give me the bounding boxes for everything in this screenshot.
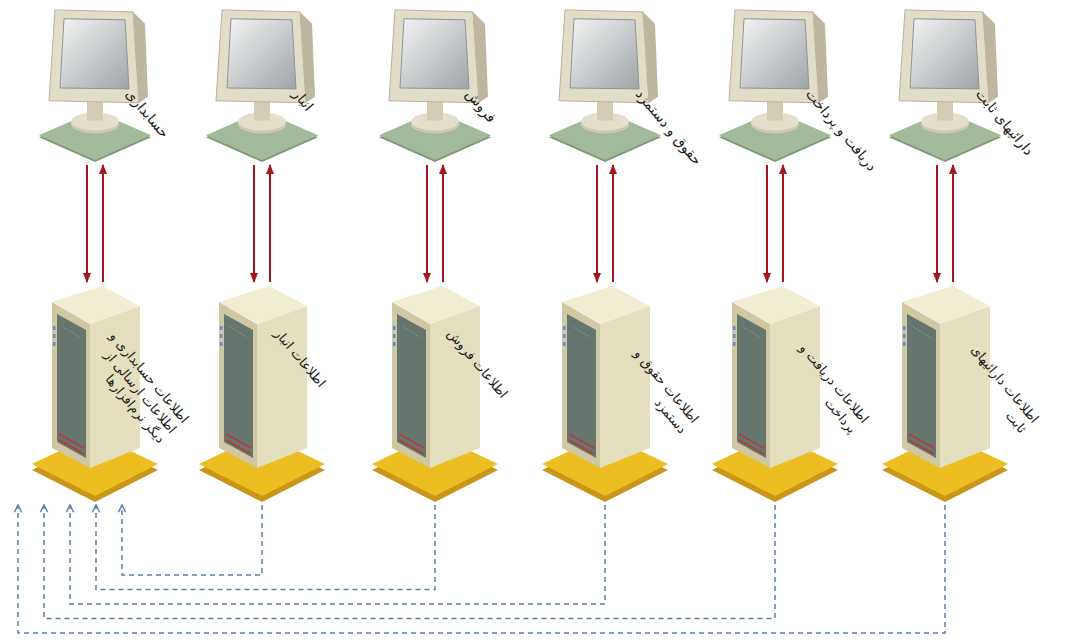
sync-line <box>18 505 945 633</box>
data-flow-arrow <box>442 165 444 282</box>
data-flow-arrow <box>596 165 598 282</box>
server-icon <box>197 282 327 505</box>
monitor-icon <box>202 2 322 165</box>
data-flow-arrow <box>612 165 614 282</box>
monitor-icon <box>885 2 1005 165</box>
data-flow-arrow <box>952 165 954 282</box>
server-icon <box>370 282 500 505</box>
database-server: اطلاعات دارائیهای ثابت <box>880 282 1010 505</box>
client-monitor: حقوق و دستمزد <box>545 2 665 165</box>
database-server: اطلاعات حسابداری و اطلاعات ارسالی از دیگ… <box>30 282 160 505</box>
module-label: دارائیهای ثابت <box>972 86 1037 159</box>
module-label: حقوق و دستمزد <box>632 86 705 169</box>
monitor-icon <box>545 2 665 165</box>
monitor-icon <box>375 2 495 165</box>
sync-line <box>96 505 435 590</box>
monitor-icon <box>715 2 835 165</box>
sync-line <box>122 505 262 575</box>
data-flow-arrow <box>102 165 104 282</box>
monitor-icon <box>35 2 155 165</box>
data-flow-arrow <box>269 165 271 282</box>
module-label: فروش <box>462 86 499 126</box>
data-flow-arrow <box>426 165 428 282</box>
database-server: اطلاعات فروش <box>370 282 500 505</box>
data-flow-arrow <box>782 165 784 282</box>
client-monitor: دریافت و پرداخت <box>715 2 835 165</box>
database-server: اطلاعات حقوق و دستمزد <box>540 282 670 505</box>
data-flow-arrow <box>766 165 768 282</box>
sync-line <box>70 505 605 604</box>
database-server: اطلاعات دریافت و پرداخت <box>710 282 840 505</box>
client-monitor: حسابداری <box>35 2 155 165</box>
sync-line <box>44 505 775 619</box>
client-monitor: فروش <box>375 2 495 165</box>
data-flow-arrow <box>86 165 88 282</box>
client-monitor: انبار <box>202 2 322 165</box>
client-monitor: دارائیهای ثابت <box>885 2 1005 165</box>
data-flow-arrow <box>936 165 938 282</box>
database-server: اطلاعات انبار <box>197 282 327 505</box>
data-flow-arrow <box>253 165 255 282</box>
